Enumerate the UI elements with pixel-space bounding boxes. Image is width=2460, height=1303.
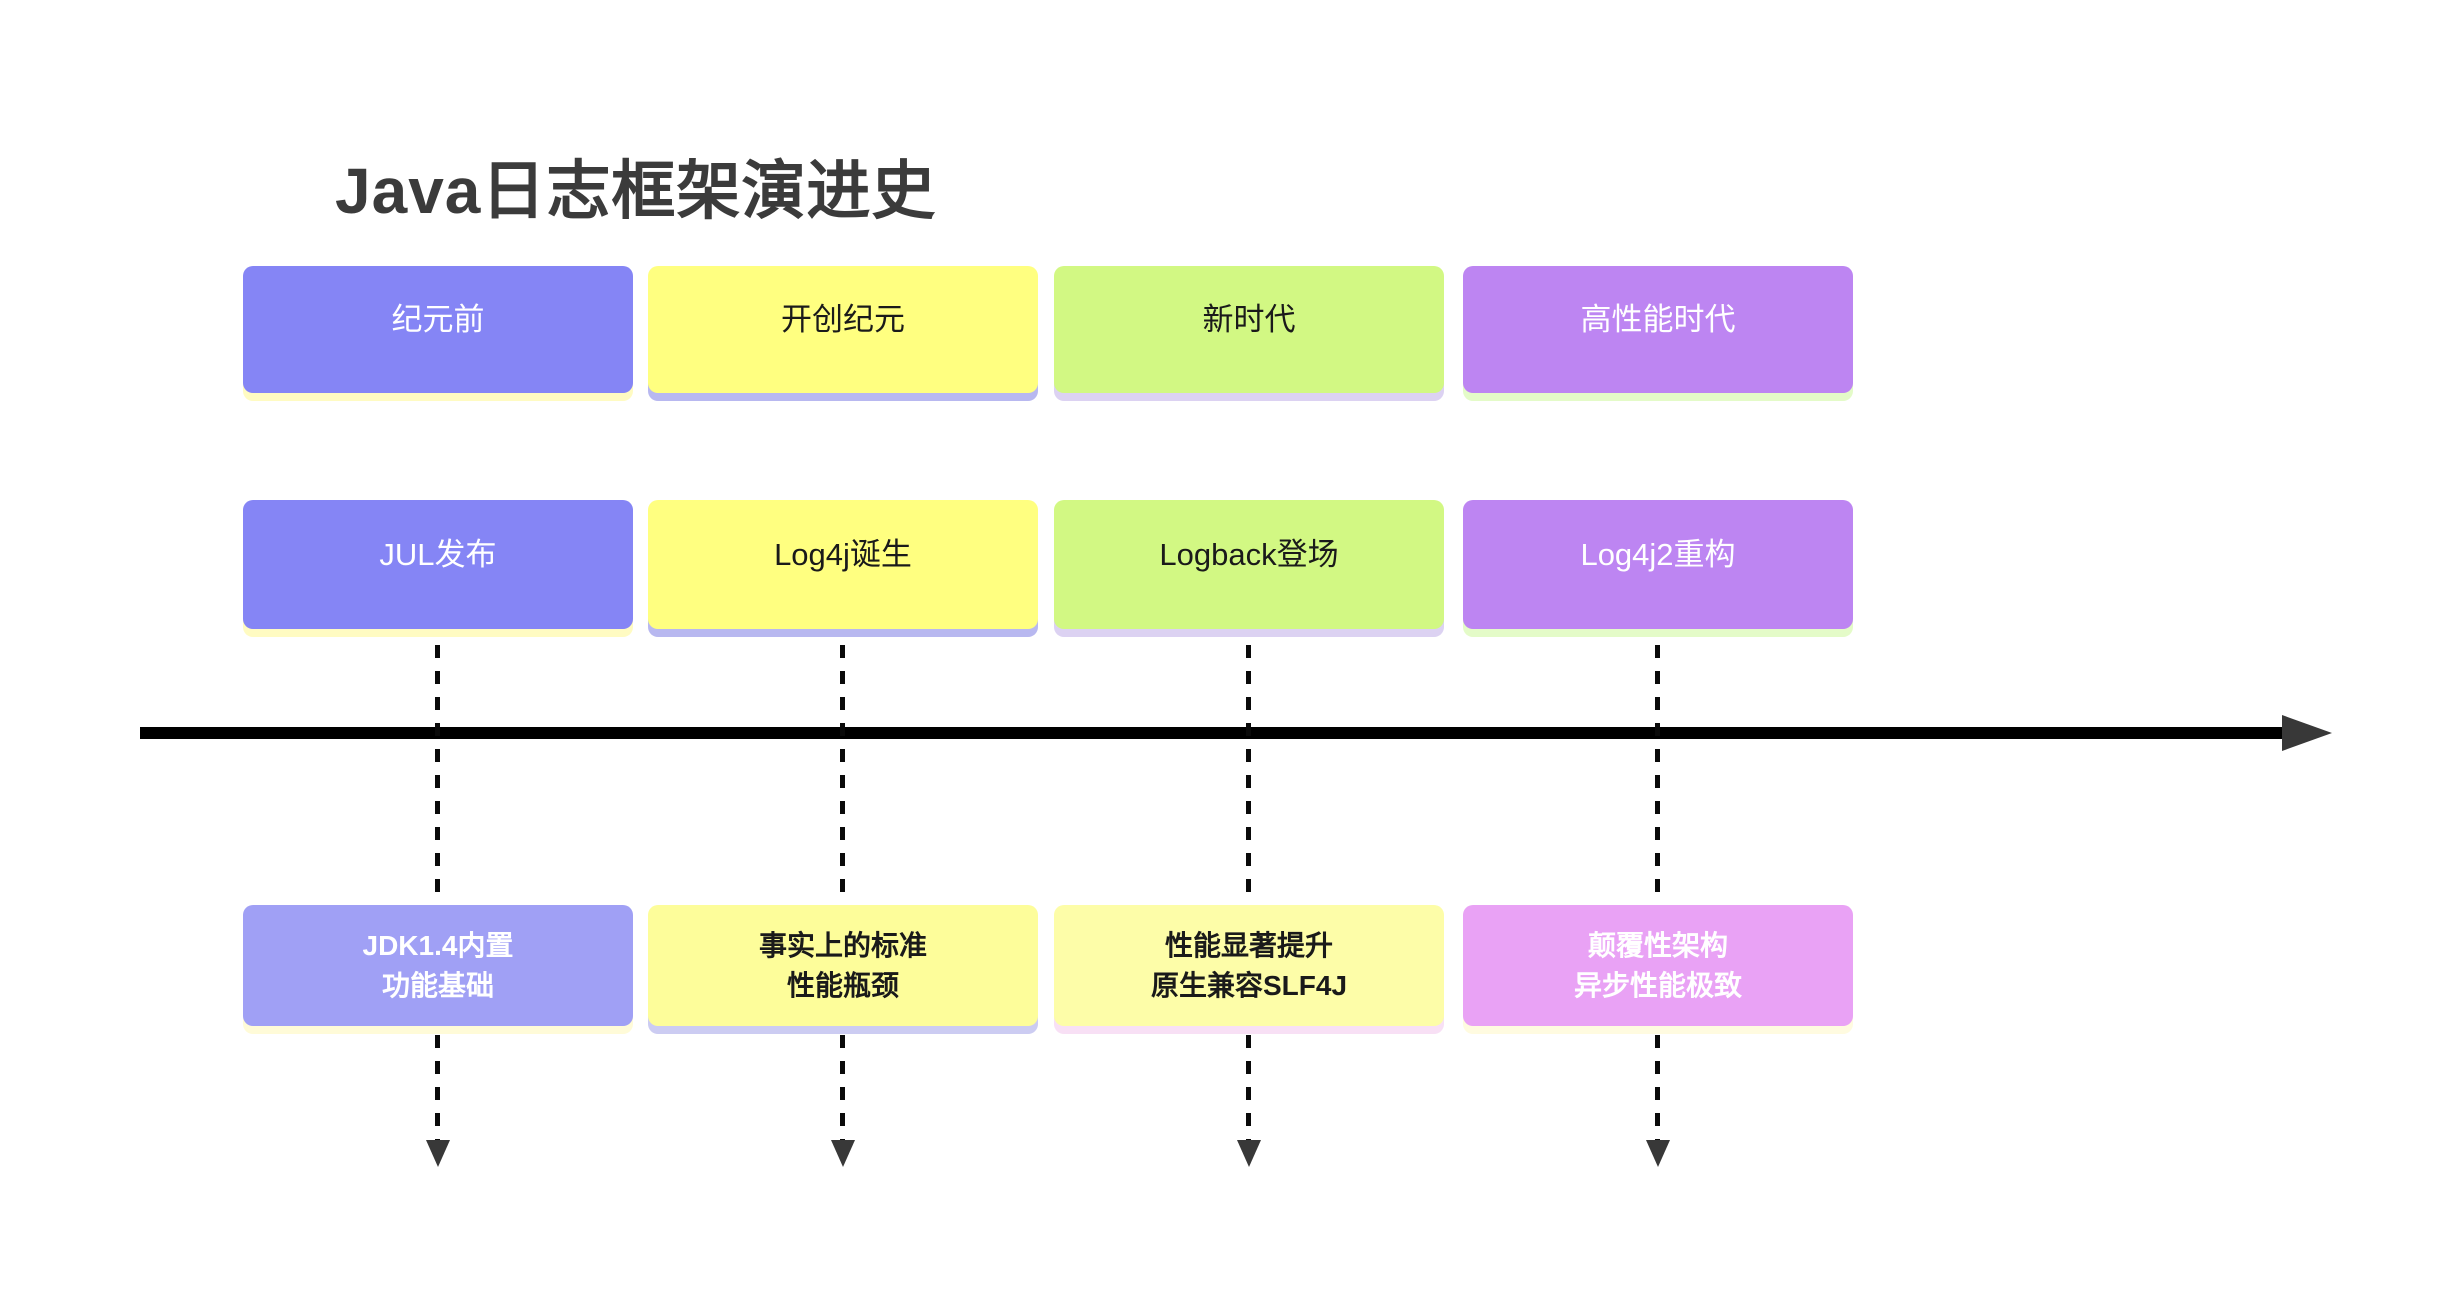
era-box: 开创纪元: [648, 266, 1038, 401]
detail-line-1: JDK1.4内置: [362, 929, 514, 961]
detail-line-2: 性能瓶颈: [786, 969, 899, 1001]
detail-box: JDK1.4内置 功能基础: [243, 905, 633, 1034]
event-box: Log4j诞生: [648, 500, 1038, 637]
detail-box: 颠覆性架构 异步性能极致: [1463, 905, 1853, 1034]
era-label: 高性能时代: [1580, 302, 1736, 337]
detail-line-1: 事实上的标准: [758, 929, 927, 961]
detail-box: 性能显著提升 原生兼容SLF4J: [1054, 905, 1444, 1034]
era-box: 高性能时代: [1463, 266, 1853, 401]
dashed-connector-line: [1655, 645, 1660, 1140]
down-arrowhead-icon: [1237, 1140, 1261, 1167]
event-box: JUL发布: [243, 500, 633, 637]
dashed-connector-line: [840, 645, 845, 1140]
detail-line-1: 颠覆性架构: [1587, 929, 1728, 961]
dashed-connector-line: [435, 645, 440, 1140]
era-label: 新时代: [1202, 302, 1296, 337]
dashed-connector-line: [1246, 645, 1251, 1140]
detail-line-2: 功能基础: [381, 969, 494, 1001]
event-label: Log4j诞生: [774, 537, 912, 572]
timeline-column-log4j2: 高性能时代 Log4j2重构 颠覆性架构 异步性能极致: [1463, 0, 1853, 1303]
event-box: Log4j2重构: [1463, 500, 1853, 637]
era-box: 纪元前: [243, 266, 633, 401]
timeline-column-jul: 纪元前 JUL发布 JDK1.4内置 功能基础: [243, 0, 633, 1303]
era-label: 开创纪元: [781, 302, 905, 337]
detail-line-2: 异步性能极致: [1573, 969, 1742, 1001]
down-arrowhead-icon: [426, 1140, 450, 1167]
down-arrowhead-icon: [1646, 1140, 1670, 1167]
era-box: 新时代: [1054, 266, 1444, 401]
era-label: 纪元前: [391, 302, 485, 337]
event-label: Logback登场: [1159, 537, 1339, 572]
timeline-column-log4j: 开创纪元 Log4j诞生 事实上的标准 性能瓶颈: [648, 0, 1038, 1303]
timeline-axis-line: [140, 727, 2282, 739]
down-arrowhead-icon: [831, 1140, 855, 1167]
event-box: Logback登场: [1054, 500, 1444, 637]
timeline-column-logback: 新时代 Logback登场 性能显著提升 原生兼容SLF4J: [1054, 0, 1444, 1303]
timeline-right-arrowhead-icon: [2282, 715, 2332, 751]
event-label: JUL发布: [379, 537, 497, 572]
detail-line-2: 原生兼容SLF4J: [1150, 969, 1348, 1001]
detail-line-1: 性能显著提升: [1164, 929, 1333, 961]
event-label: Log4j2重构: [1580, 537, 1736, 572]
detail-box: 事实上的标准 性能瓶颈: [648, 905, 1038, 1034]
page-title: Java日志框架演进史: [335, 155, 937, 227]
